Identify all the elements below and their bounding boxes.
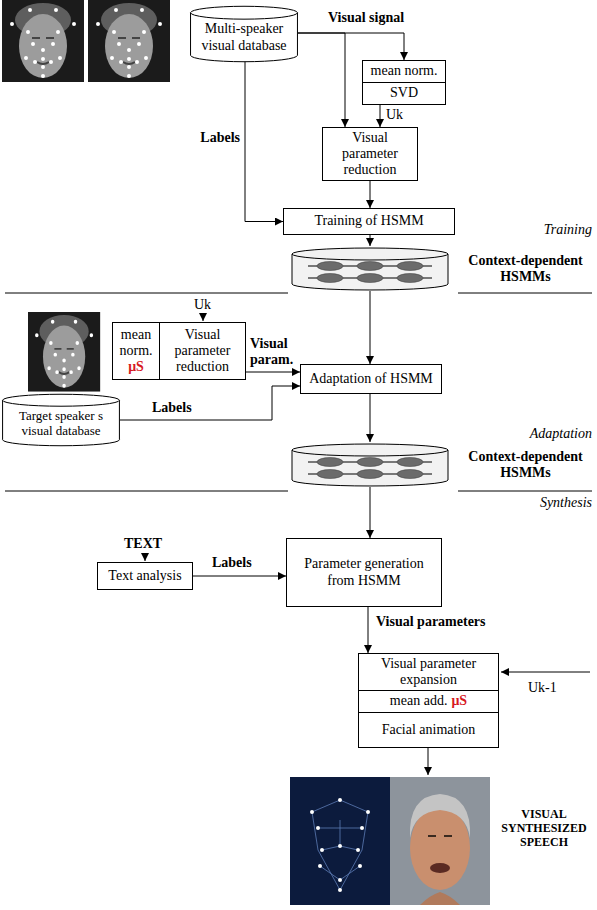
- hsmm-cylinder: [290, 442, 450, 488]
- cylinder-body: [3, 394, 120, 445]
- connector: [370, 291, 371, 364]
- model-store: Context-dependent HSMMs: [290, 442, 450, 488]
- node-text: Visual parameter reduction: [326, 130, 414, 178]
- node-text: mean norm.: [371, 63, 438, 79]
- model-caption: Context-dependent HSMMs: [458, 449, 593, 481]
- node-text: Visual parameter reduction: [163, 327, 242, 375]
- edge-label: Visual param.: [250, 336, 298, 368]
- edge-label: Uk: [386, 107, 403, 123]
- node-text: Text analysis: [108, 568, 181, 584]
- node-text: μS: [128, 359, 144, 375]
- process-box: Parameter generation from HSMM: [286, 538, 442, 607]
- process-box: mean norm.: [362, 60, 446, 83]
- process-box: Visual parameter reduction: [322, 127, 418, 181]
- connector: [370, 234, 371, 246]
- connector: [370, 487, 371, 538]
- node-text: SVD: [390, 85, 418, 101]
- node-text: Training of HSMM: [314, 213, 423, 229]
- matrix-arrow: [203, 314, 204, 321]
- edge-label: Visual signal: [328, 10, 404, 26]
- edge-label: Visual parameters: [376, 614, 486, 630]
- edge-label: Labels: [212, 555, 252, 571]
- avatar-mouth: [430, 863, 450, 873]
- matrix-arrow: [501, 672, 590, 673]
- section-label: Synthesis: [500, 495, 592, 511]
- hmm-transitions: [308, 266, 432, 278]
- hmm-states: [317, 458, 423, 479]
- node-text: Facial animation: [382, 722, 476, 738]
- process-box: Visual parameter expansion: [358, 653, 499, 691]
- avatar-head: [410, 806, 470, 890]
- cylinder-body: [292, 248, 448, 290]
- speaker-photo: [88, 0, 170, 82]
- text-input-arrow: [145, 554, 146, 561]
- node-text: Multi-speaker visual database: [194, 21, 294, 53]
- database-cylinder: Target speaker s visual database: [2, 394, 120, 446]
- cylinder-body: [191, 6, 298, 61]
- cylinder-body: [292, 444, 448, 486]
- wireframe-face: [290, 777, 390, 905]
- input-label: TEXT: [124, 536, 162, 552]
- cylinder-rim: [292, 450, 448, 456]
- node-text: μS: [451, 693, 467, 709]
- edge-label: Labels: [152, 400, 192, 416]
- process-box: Visual parameter reduction: [159, 322, 246, 380]
- avatar-eyes: [428, 835, 452, 837]
- node-text: Adaptation of HSMM: [309, 371, 433, 387]
- connector: [298, 33, 404, 60]
- process-box: Training of HSMM: [283, 208, 455, 235]
- process-box: SVD: [362, 82, 446, 105]
- node-text: mean norm.: [116, 327, 156, 359]
- process-box: Text analysis: [97, 562, 193, 590]
- matrix-label: Uk-1: [528, 680, 557, 696]
- avatar-neck: [420, 892, 460, 905]
- model-store: Context-dependent HSMMs: [290, 246, 450, 292]
- speaker-photo: [2, 0, 84, 82]
- cylinder-rim: [292, 254, 448, 260]
- node-text: Target speaker s visual database: [6, 409, 116, 439]
- process-box: mean add.μS: [358, 690, 499, 713]
- node-text: Visual parameter expansion: [362, 656, 495, 688]
- connector: [120, 386, 300, 420]
- process-box: Facial animation: [358, 712, 499, 748]
- hmm-transitions: [308, 462, 432, 474]
- cylinder-rim: [3, 400, 120, 406]
- connector: [370, 180, 371, 208]
- connector: [380, 104, 381, 127]
- node-text: mean add.: [390, 693, 448, 709]
- target-speaker-photo: [28, 312, 100, 392]
- hsmm-cylinder: [290, 246, 450, 292]
- cylinder-rim: [191, 13, 298, 19]
- connector: [245, 61, 283, 222]
- connector: [298, 33, 345, 127]
- avatar-ground: [390, 777, 490, 905]
- process-box: Adaptation of HSMM: [300, 364, 442, 394]
- connector: [368, 606, 369, 653]
- hmm-states: [317, 262, 423, 283]
- node-text: Parameter generation from HSMM: [290, 556, 438, 588]
- database-cylinder: Multi-speaker visual database: [190, 6, 298, 62]
- section-separator: [5, 293, 592, 491]
- connector: [246, 372, 300, 373]
- output-label: VISUAL SYNTHESIZED SPEECH: [494, 808, 594, 849]
- matrix-label: Uk: [194, 297, 211, 313]
- connector: [193, 576, 286, 577]
- avatar-hair: [410, 794, 470, 838]
- edge-label: Labels: [190, 130, 240, 146]
- section-label: Adaptation: [500, 426, 592, 442]
- section-label: Training: [500, 222, 592, 238]
- connector: [370, 393, 371, 442]
- output-arrow: [428, 748, 429, 775]
- process-box: mean norm.μS: [112, 322, 160, 380]
- wireframe-dots: [310, 798, 370, 892]
- model-caption: Context-dependent HSMMs: [458, 253, 593, 285]
